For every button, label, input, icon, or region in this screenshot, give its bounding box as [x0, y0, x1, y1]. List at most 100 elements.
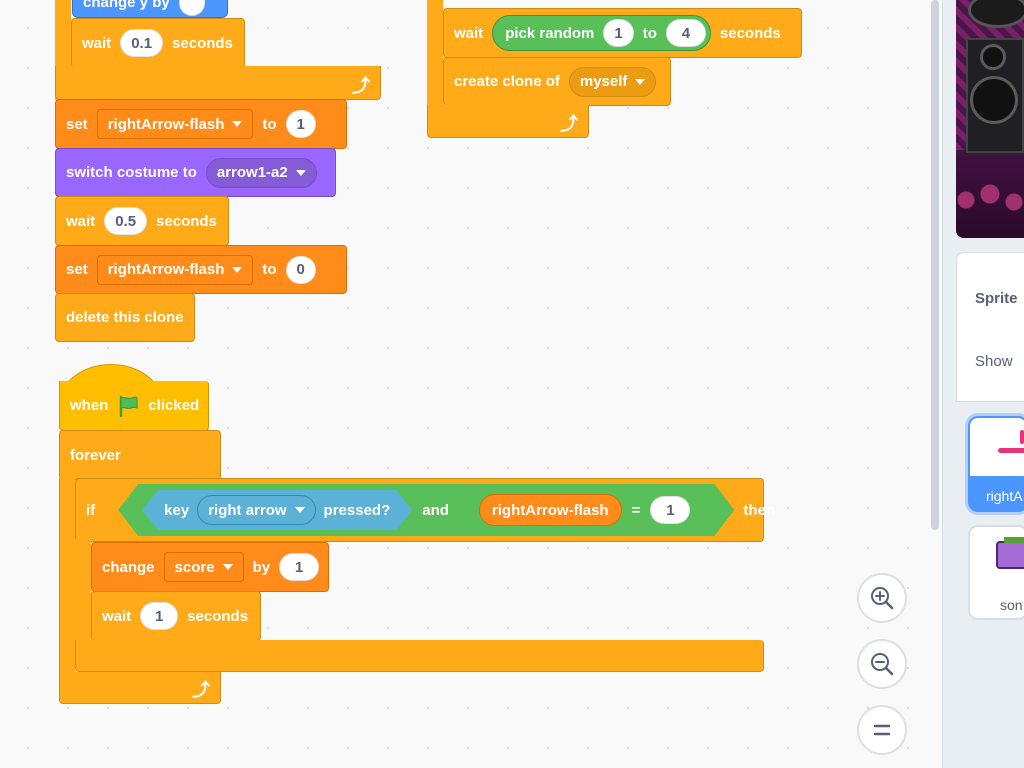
- change-value-input[interactable]: 1: [279, 553, 320, 581]
- zoom-in-icon: [871, 587, 894, 610]
- and-operator[interactable]: key right arrow pressed? and rightArrow-…: [118, 484, 734, 536]
- loop-arrow-icon: ⤴: [192, 680, 210, 700]
- to-label: to: [262, 115, 277, 133]
- forever-block[interactable]: forever: [59, 430, 221, 480]
- equals-value-input[interactable]: 1: [650, 496, 690, 524]
- chevron-down-icon: [232, 121, 243, 127]
- variable-dropdown[interactable]: rightArrow-flash: [96, 254, 254, 285]
- and-label: and: [422, 501, 449, 519]
- zoom-in-button[interactable]: [857, 573, 907, 623]
- wait-label: wait: [102, 607, 132, 625]
- chevron-down-icon: [295, 169, 306, 176]
- switch-costume-block[interactable]: switch costume to arrow1-a2: [55, 148, 336, 197]
- costume-dropdown[interactable]: arrow1-a2: [205, 157, 317, 188]
- chevron-down-icon: [232, 266, 243, 273]
- wait-random-block[interactable]: wait pick random 1 to 4 seconds: [443, 8, 802, 58]
- seconds-label: seconds: [172, 34, 233, 52]
- if-block[interactable]: if key right arrow pressed? and rightArr…: [75, 478, 775, 542]
- variable-reporter[interactable]: rightArrow-flash: [479, 494, 622, 526]
- boombox-icon: [996, 541, 1024, 569]
- variable-dropdown[interactable]: score: [163, 552, 244, 582]
- by-label: by: [252, 558, 271, 576]
- variable-dropdown[interactable]: rightArrow-flash: [96, 109, 254, 139]
- forever-loop-bottom: ⤴: [427, 105, 589, 138]
- wait-block-2[interactable]: wait 0.5 seconds: [55, 196, 229, 246]
- pick-random-reporter[interactable]: pick random 1 to 4: [492, 15, 711, 51]
- sprite-tile-selected[interactable]: rightA: [968, 416, 1024, 512]
- forever-loop-arm: [427, 0, 443, 108]
- wait-block-3[interactable]: wait 1 seconds: [91, 591, 261, 641]
- create-clone-block[interactable]: create clone of myself: [443, 57, 671, 106]
- then-label: then: [743, 501, 776, 519]
- key-pressed-sensing[interactable]: key right arrow pressed?: [142, 490, 412, 530]
- chevron-down-icon: [635, 78, 646, 85]
- set-value-input[interactable]: 0: [285, 255, 316, 284]
- wait-label: wait: [82, 34, 112, 52]
- forever-label: forever: [70, 446, 121, 464]
- set-value-input[interactable]: 1: [285, 110, 316, 138]
- zoom-reset-button[interactable]: [857, 705, 907, 755]
- set-variable-block-2[interactable]: set rightArrow-flash to 0: [55, 245, 347, 294]
- clone-target-name: myself: [579, 73, 628, 90]
- delete-clone-block[interactable]: delete this clone: [55, 293, 195, 342]
- speaker-icon: [968, 0, 1024, 28]
- costume-name: arrow1-a2: [216, 164, 288, 181]
- sprite-name: son: [1000, 597, 1023, 613]
- loop-arrow-icon: ⤴: [560, 114, 578, 134]
- speaker-icon: [980, 44, 1006, 70]
- loop-arrow-icon: ⤴: [352, 76, 370, 96]
- seconds-label: seconds: [156, 212, 217, 230]
- wait-seconds-input[interactable]: 1: [140, 602, 179, 630]
- change-y-label: change y by: [83, 0, 170, 11]
- sprite-info-pane: Sprite Show: [956, 252, 1024, 402]
- wait-seconds-input[interactable]: 0.5: [104, 207, 148, 235]
- stage-preview[interactable]: [956, 0, 1024, 238]
- change-y-block[interactable]: change y by: [72, 0, 228, 18]
- green-flag-icon: [117, 395, 139, 417]
- variable-name: rightArrow-flash: [107, 261, 225, 278]
- variable-name: rightArrow-flash: [107, 115, 225, 133]
- set-label: set: [66, 115, 88, 133]
- sprite-tile[interactable]: son: [968, 525, 1024, 620]
- to-label: to: [642, 24, 657, 42]
- switch-costume-label: switch costume to: [66, 164, 197, 181]
- show-label: Show: [975, 353, 1013, 370]
- change-label: change: [102, 558, 155, 576]
- wait-block-1[interactable]: wait 0.1 seconds: [71, 18, 245, 68]
- key-dropdown[interactable]: right arrow: [197, 495, 315, 525]
- forever-bottom: ⤴: [59, 672, 221, 704]
- wait-seconds-input[interactable]: 0.1: [120, 29, 164, 57]
- chevron-down-icon: [295, 507, 305, 513]
- zoom-reset-icon: [873, 724, 891, 736]
- if-label: if: [86, 501, 96, 519]
- boombox-icon: [1004, 537, 1024, 543]
- set-label: set: [66, 261, 88, 278]
- speaker-icon: [970, 76, 1018, 124]
- sprite-name: rightA: [986, 488, 1023, 504]
- pick-random-label: pick random: [505, 24, 595, 42]
- pressed-label: pressed?: [323, 501, 391, 519]
- random-to-input[interactable]: 4: [665, 19, 706, 47]
- repeat-loop-bottom: ⤴: [55, 66, 381, 100]
- create-clone-label: create clone of: [454, 73, 560, 90]
- if-arm: [75, 540, 91, 642]
- set-variable-block-1[interactable]: set rightArrow-flash to 1: [55, 99, 347, 149]
- variable-name: score: [174, 558, 215, 576]
- zoom-out-icon: [871, 653, 894, 676]
- wait-label: wait: [66, 212, 96, 230]
- change-y-input[interactable]: [178, 0, 205, 16]
- equals-operator[interactable]: rightArrow-flash = 1: [459, 490, 710, 530]
- zoom-out-button[interactable]: [857, 639, 907, 689]
- seconds-label: seconds: [719, 24, 781, 42]
- crowd-silhouette: [956, 180, 1024, 238]
- forever-arm: [59, 478, 75, 674]
- wait-label: wait: [454, 24, 484, 42]
- chevron-down-icon: [222, 564, 233, 570]
- clicked-label: clicked: [148, 397, 200, 414]
- when-flag-clicked-block[interactable]: when clicked: [59, 381, 209, 431]
- delete-clone-label: delete this clone: [66, 309, 184, 326]
- random-from-input[interactable]: 1: [603, 19, 634, 47]
- clone-target-dropdown[interactable]: myself: [568, 66, 657, 97]
- workspace-scrollbar[interactable]: [931, 0, 939, 530]
- change-score-block[interactable]: change score by 1: [91, 542, 329, 592]
